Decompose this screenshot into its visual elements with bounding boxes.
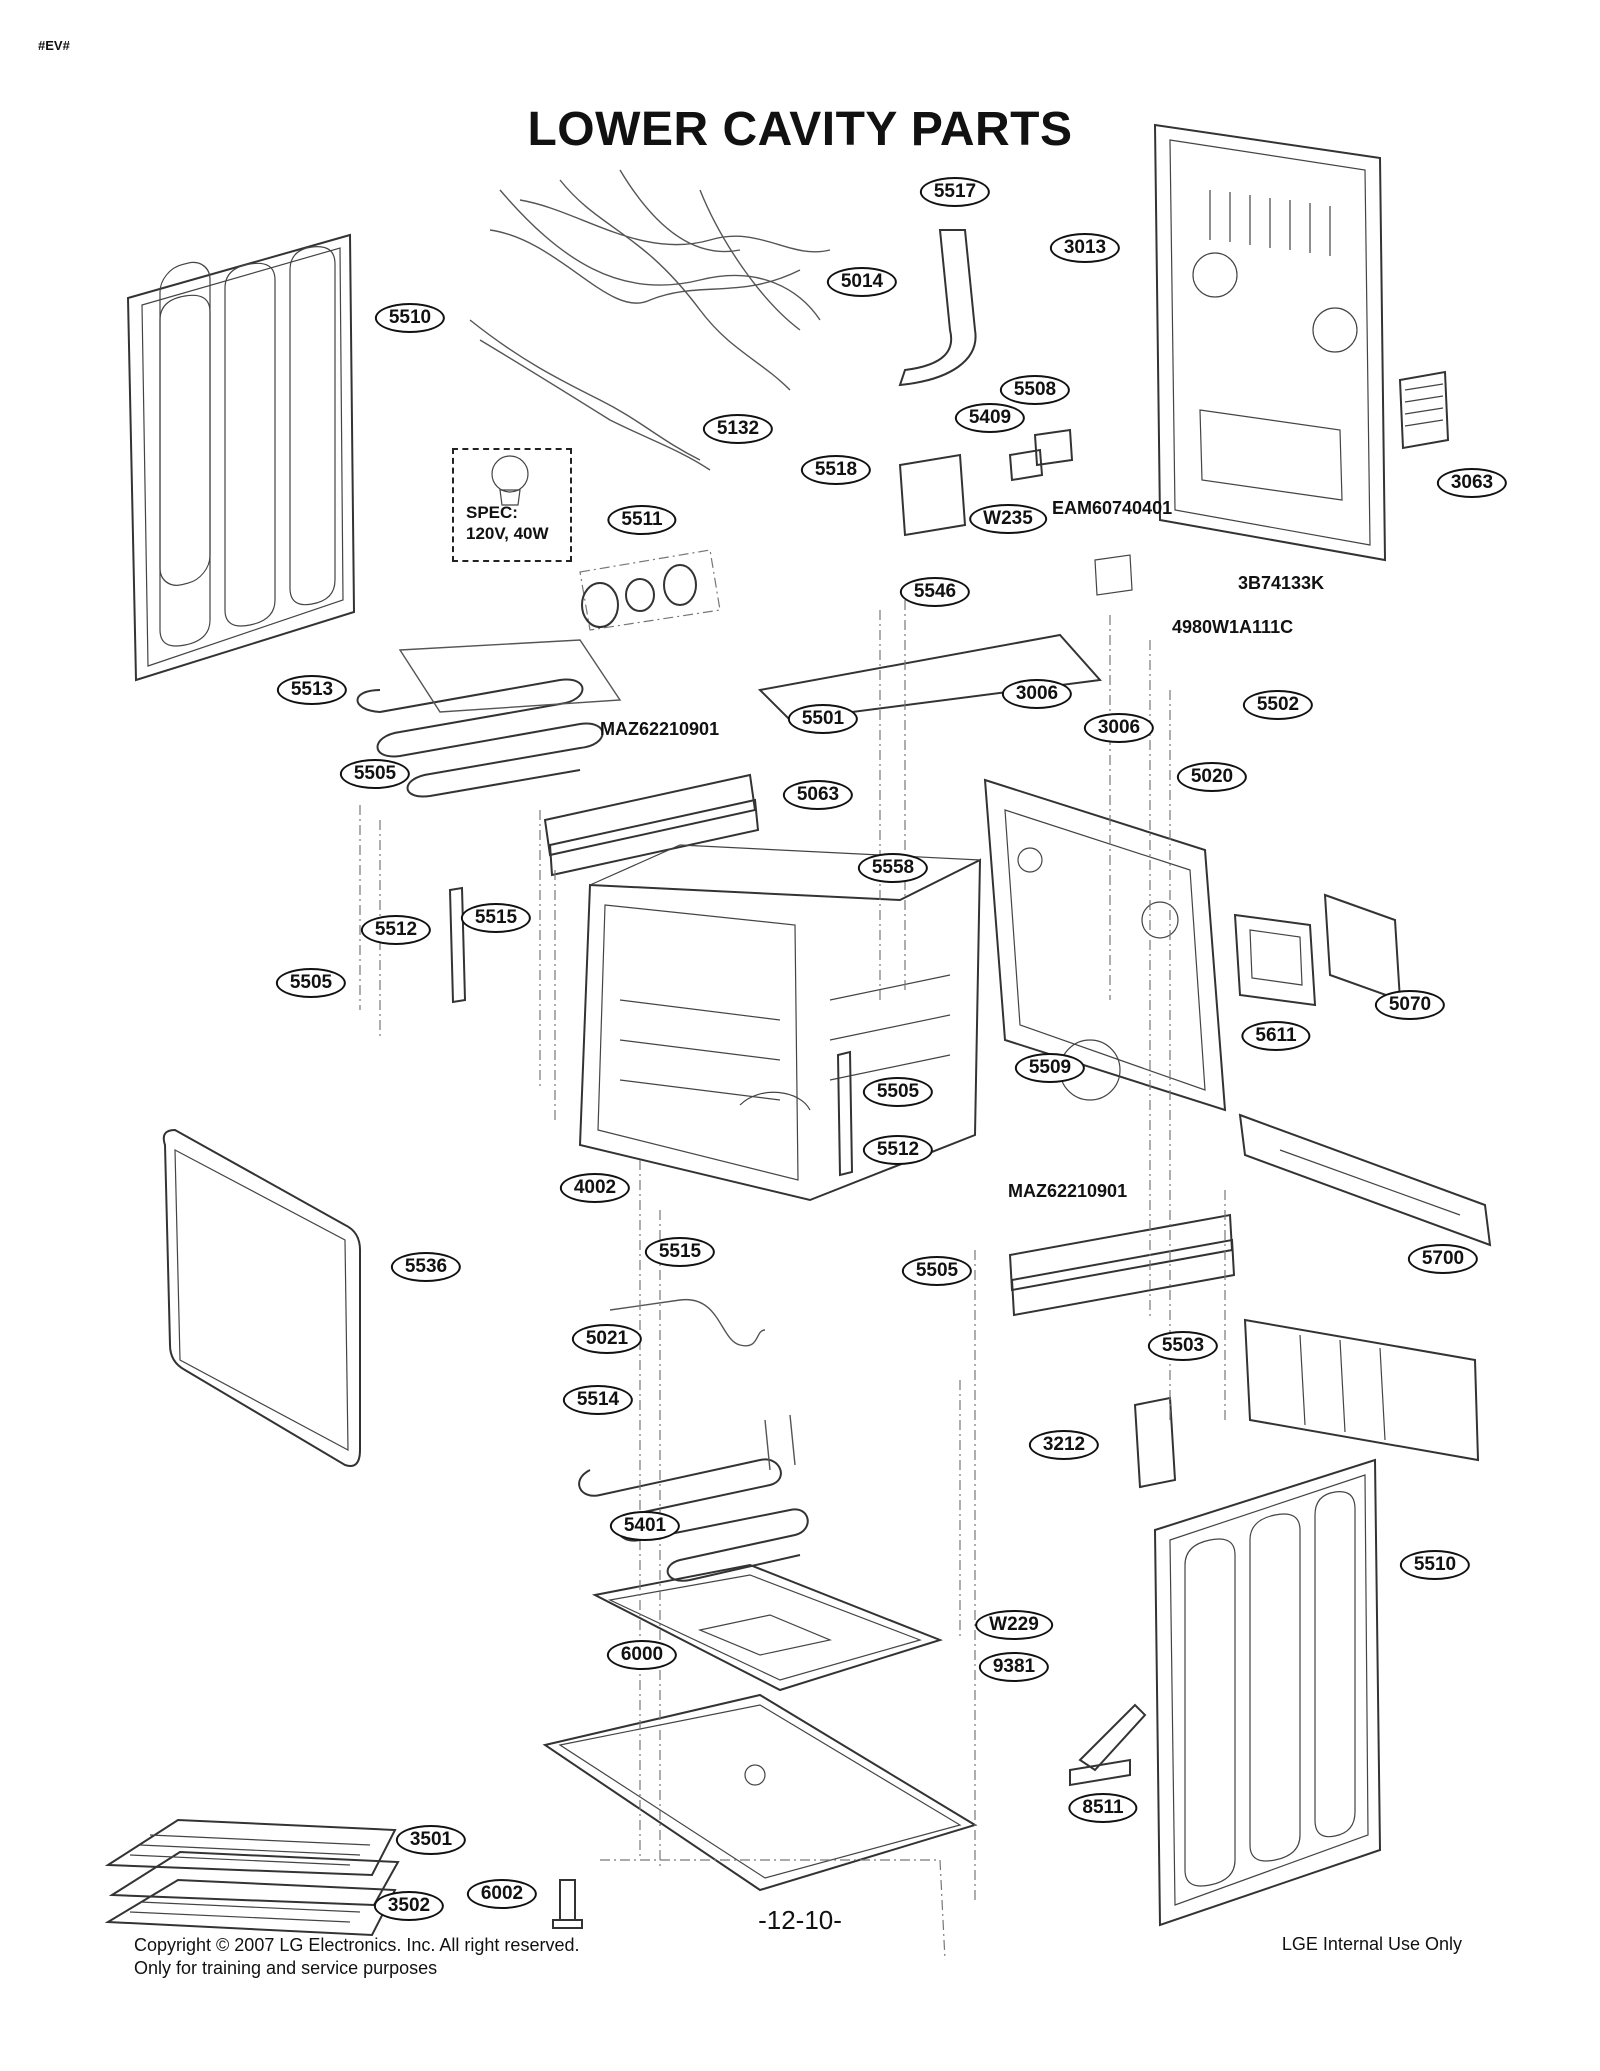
callout-5536: 5536 — [390, 1252, 462, 1282]
callout-5611: 5611 — [1241, 1021, 1311, 1051]
callout-W229: W229 — [975, 1610, 1053, 1640]
spec-value: 120V, 40W — [466, 524, 549, 543]
callout-5546: 5546 — [899, 577, 971, 607]
sensor-bracket — [757, 554, 1133, 722]
callout-5132: 5132 — [702, 414, 774, 444]
oven-cavity — [578, 844, 982, 1202]
callout-5505-d: 5505 — [901, 1256, 973, 1286]
callout-5518: 5518 — [800, 455, 872, 485]
leveling-leg — [552, 1879, 583, 1929]
callout-6000: 6000 — [606, 1640, 678, 1670]
internal-use-notice: LGE Internal Use Only — [1281, 1934, 1462, 1954]
vent-cover — [1398, 370, 1450, 450]
left-rail — [448, 886, 467, 1004]
callout-5512-b: 5512 — [862, 1135, 934, 1165]
broil-element — [356, 639, 622, 798]
left-side-panel — [126, 233, 356, 682]
part-number-eam60740401: EAM60740401 — [1052, 498, 1173, 518]
callout-3063: 3063 — [1436, 468, 1508, 498]
assembly-lines — [359, 600, 1226, 1961]
spec-heading: SPEC: — [466, 503, 518, 522]
door-gasket — [162, 1128, 361, 1467]
callout-W235: W235 — [969, 504, 1047, 534]
part-number-3b74133k: 3B74133K — [1238, 573, 1325, 593]
callout-5505-c: 5505 — [862, 1077, 934, 1107]
part-number-maz62210901-upper: MAZ62210901 — [600, 719, 720, 739]
callout-3013: 3013 — [1049, 233, 1121, 263]
part-number-4980w1a111c: 4980W1A111C — [1172, 617, 1294, 637]
callout-5502: 5502 — [1242, 690, 1314, 720]
callout-5063: 5063 — [782, 780, 854, 810]
callout-5503: 5503 — [1147, 1331, 1219, 1361]
anti-tip-bracket — [1069, 1703, 1147, 1787]
callout-3212: 3212 — [1028, 1430, 1100, 1460]
control-board — [1233, 893, 1402, 1007]
spec-text: SPEC: 120V, 40W — [466, 502, 549, 544]
callout-5509: 5509 — [1014, 1053, 1086, 1083]
callout-5021: 5021 — [571, 1324, 643, 1354]
callout-5508: 5508 — [999, 375, 1071, 405]
callout-5558: 5558 — [857, 853, 929, 883]
copyright-line-2: Only for training and service purposes — [134, 1958, 438, 1978]
lower-bracket-5700 — [1238, 1113, 1492, 1247]
bulb-illustration — [491, 455, 529, 506]
callout-5409: 5409 — [954, 403, 1026, 433]
callout-5515-a: 5515 — [460, 903, 532, 933]
callout-5510-right: 5510 — [1399, 1550, 1471, 1580]
wire-harness — [469, 169, 831, 471]
callout-3502: 3502 — [373, 1891, 445, 1921]
left-rack-support — [543, 773, 760, 877]
callout-5513: 5513 — [276, 675, 348, 705]
page-title: LOWER CAVITY PARTS — [527, 103, 1073, 156]
oven-racks — [104, 1818, 400, 1937]
callout-5014: 5014 — [826, 267, 898, 297]
lamp-socket — [579, 549, 721, 631]
bottom-plate — [591, 1563, 944, 1692]
callout-5510-left: 5510 — [374, 303, 446, 333]
callout-9381: 9381 — [978, 1652, 1050, 1682]
callout-5020: 5020 — [1176, 762, 1248, 792]
part-number-maz62210901-lower: MAZ62210901 — [1008, 1181, 1128, 1201]
copyright-line-1: Copyright © 2007 LG Electronics. Inc. Al… — [134, 1935, 580, 1955]
callout-5512-a: 5512 — [360, 915, 432, 945]
callout-5501: 5501 — [787, 704, 859, 734]
callout-8511: 8511 — [1068, 1793, 1138, 1823]
temperature-sensor — [609, 1299, 766, 1347]
callout-3501: 3501 — [395, 1825, 467, 1855]
callout-5505-b: 5505 — [275, 968, 347, 998]
page-number: -12-10- — [758, 1905, 842, 1935]
callout-5505-a: 5505 — [339, 759, 411, 789]
bulb-spec-box: SPEC: 120V, 40W — [452, 448, 572, 562]
callout-6002: 6002 — [466, 1879, 538, 1909]
right-side-panel — [1153, 1458, 1382, 1927]
flexible-bracket — [898, 229, 977, 387]
callout-5401: 5401 — [609, 1511, 681, 1541]
callout-5511: 5511 — [607, 505, 677, 535]
callout-5517: 5517 — [919, 177, 991, 207]
callout-5070: 5070 — [1374, 990, 1446, 1020]
callout-4002: 4002 — [559, 1173, 631, 1203]
right-rail — [836, 1050, 854, 1177]
callout-3006-a: 3006 — [1001, 679, 1073, 709]
callout-3006-b: 3006 — [1083, 713, 1155, 743]
bottom-frame — [542, 1693, 978, 1892]
switch-bracket — [898, 428, 1074, 537]
bracket-3212 — [1133, 1396, 1177, 1489]
callout-5514: 5514 — [562, 1385, 634, 1415]
document-tag: #EV# — [38, 38, 70, 53]
back-panel — [1153, 123, 1387, 562]
callout-5700: 5700 — [1407, 1244, 1479, 1274]
right-rack-support — [1008, 1213, 1236, 1317]
copyright-notice: Copyright © 2007 LG Electronics. Inc. Al… — [134, 1934, 579, 1980]
rear-cover-5503 — [1243, 1318, 1480, 1462]
bake-element — [578, 1414, 809, 1582]
callout-5515-b: 5515 — [644, 1237, 716, 1267]
